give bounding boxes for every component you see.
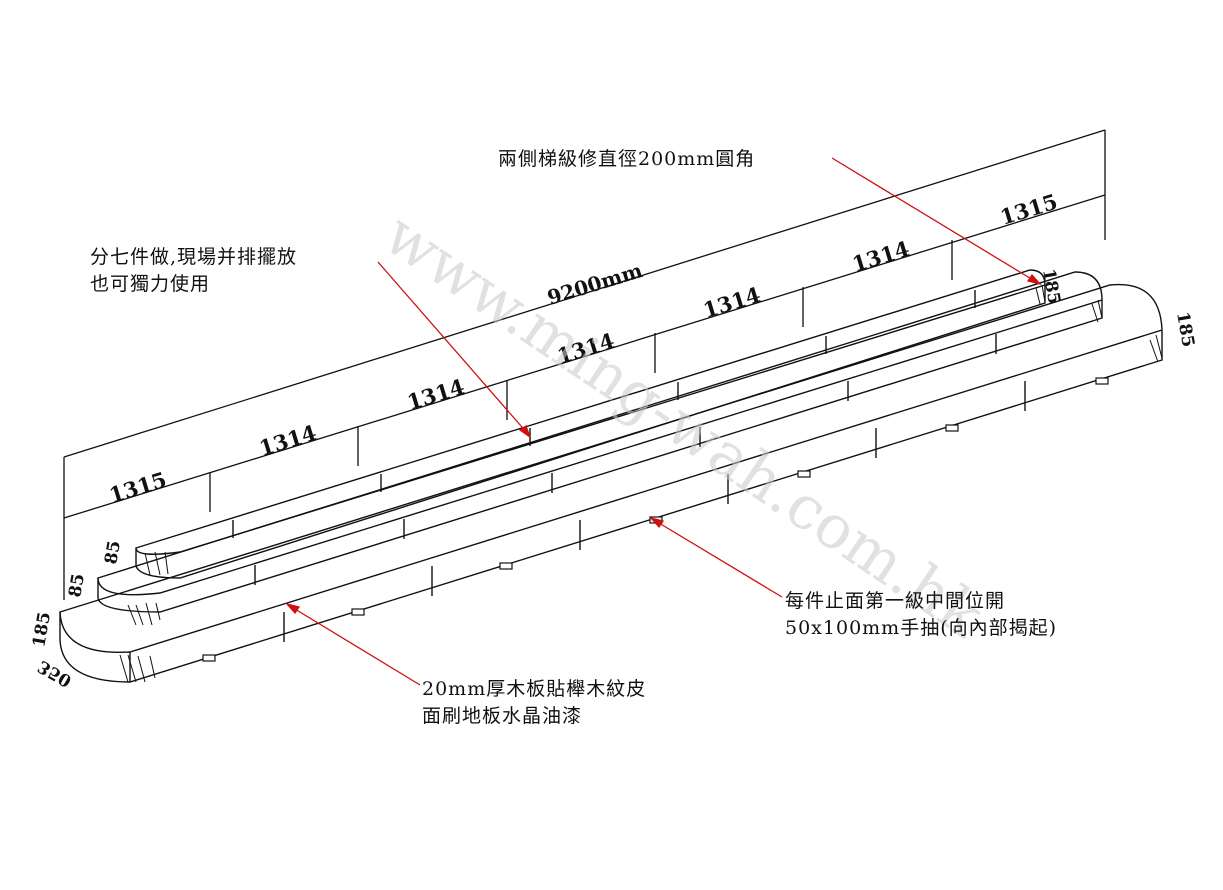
bottom-tier <box>59 283 1163 683</box>
dim-segment-7: 1315 <box>997 189 1060 230</box>
note-seven-pieces-line1: 分七件做,現場并排擺放 <box>90 246 298 268</box>
handle-slots <box>202 377 1109 662</box>
note-handle-slot-line1: 每件止面第一級中間位開 <box>785 590 1006 612</box>
dim-left-height-bottom: 185 <box>29 610 55 648</box>
middle-tier <box>97 271 1103 613</box>
dim-left-height-mid: 85 <box>65 572 89 599</box>
dim-left-depth: 350 <box>35 656 76 691</box>
dim-segment-3: 1314 <box>404 374 467 415</box>
note-handle-slot: 每件止面第一級中間位開 50x100mm手抽(向內部揭起) <box>785 588 1057 642</box>
note-seven-pieces: 分七件做,現場并排擺放 也可獨力使用 <box>90 244 297 298</box>
dim-segment-5: 1314 <box>700 282 763 323</box>
dim-left-height-top: 85 <box>101 539 125 566</box>
dim-right-height-bottom: 185 <box>1172 310 1198 348</box>
end-hatching <box>119 284 1163 683</box>
watermark-text: www.ming-wah.com.hk <box>372 199 996 652</box>
note-material-line2: 面刷地板水晶油漆 <box>422 705 583 727</box>
note-rounded-corners: 兩側梯級修直徑200mm圓角 <box>498 146 755 173</box>
dim-right-height-top: 185 <box>1038 267 1064 305</box>
top-tier <box>135 269 1046 579</box>
note-material-line1: 20mm厚木板貼櫸木紋皮 <box>422 678 647 700</box>
note-handle-slot-line2: 50x100mm手抽(向內部揭起) <box>785 617 1058 639</box>
note-material: 20mm厚木板貼櫸木紋皮 面刷地板水晶油漆 <box>422 676 646 730</box>
dim-segment-1: 1315 <box>106 467 169 508</box>
dim-segment-6: 1314 <box>849 236 912 277</box>
leader-lines <box>285 157 1042 686</box>
note-rounded-corners-line1: 兩側梯級修直徑200mm圓角 <box>498 148 756 170</box>
note-seven-pieces-line2: 也可獨力使用 <box>90 273 211 295</box>
dim-segment-2: 1314 <box>256 420 319 461</box>
dimension-frame <box>63 129 1106 600</box>
